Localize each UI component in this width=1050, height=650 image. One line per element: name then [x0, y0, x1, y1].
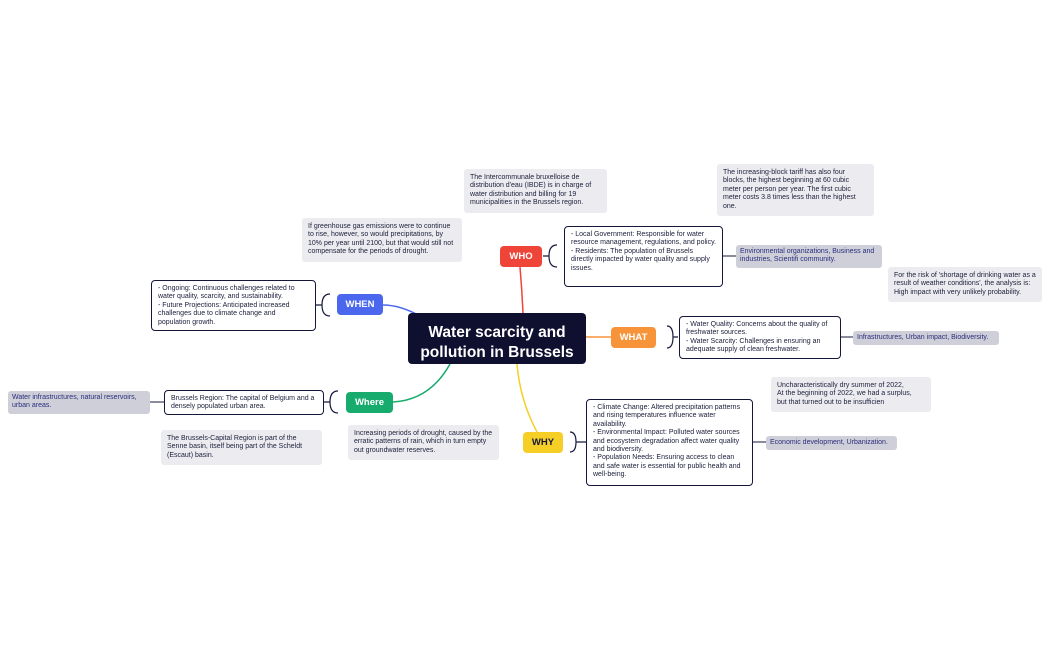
what-bracket — [666, 325, 678, 349]
who-tag[interactable]: Environmental organizations, Business an… — [736, 245, 882, 268]
who-branch[interactable]: WHO — [500, 246, 542, 267]
when-branch[interactable]: WHEN — [337, 294, 383, 315]
where-branch[interactable]: Where — [346, 392, 393, 413]
where-bracket — [324, 390, 339, 414]
why-tag[interactable]: Economic development, Urbanization. — [766, 436, 897, 451]
why-branch[interactable]: WHY — [523, 432, 563, 453]
summer-note[interactable]: Uncharacteristically dry summer of 2022,… — [771, 377, 931, 413]
where-tag[interactable]: Water infrastructures, natural reservoir… — [8, 391, 150, 414]
who-bracket — [543, 244, 558, 268]
what-topic[interactable]: - Water Quality: Concerns about the qual… — [679, 316, 841, 359]
risk-note[interactable]: For the risk of 'shortage of drinking wa… — [888, 267, 1042, 303]
greenhouse-note[interactable]: If greenhouse gas emissions were to cont… — [302, 218, 462, 262]
ibde-note[interactable]: The Intercommunale bruxelloise de distri… — [464, 169, 607, 213]
central-topic[interactable]: Water scarcity and pollution in Brussels — [408, 313, 586, 364]
who-connector — [519, 266, 524, 314]
what-branch[interactable]: WHAT — [611, 327, 656, 348]
when-bracket — [316, 293, 331, 317]
when-topic[interactable]: - Ongoing: Continuous challenges related… — [151, 280, 316, 331]
where-topic[interactable]: Brussels Region: The capital of Belgium … — [164, 390, 324, 415]
what-tag[interactable]: Infrastructures, Urban impact, Biodivers… — [853, 331, 999, 346]
where-connector — [392, 363, 451, 403]
why-topic[interactable]: - Climate Change: Altered precipitation … — [586, 399, 753, 486]
senne-note[interactable]: The Brussels-Capital Region is part of t… — [161, 430, 322, 466]
tariff-note[interactable]: The increasing-block tariff has also fou… — [717, 164, 874, 217]
who-topic[interactable]: - Local Government: Responsible for wate… — [564, 226, 723, 287]
why-bracket — [569, 431, 586, 453]
why-connector — [516, 363, 538, 433]
drought-note[interactable]: Increasing periods of drought, caused by… — [348, 425, 499, 461]
